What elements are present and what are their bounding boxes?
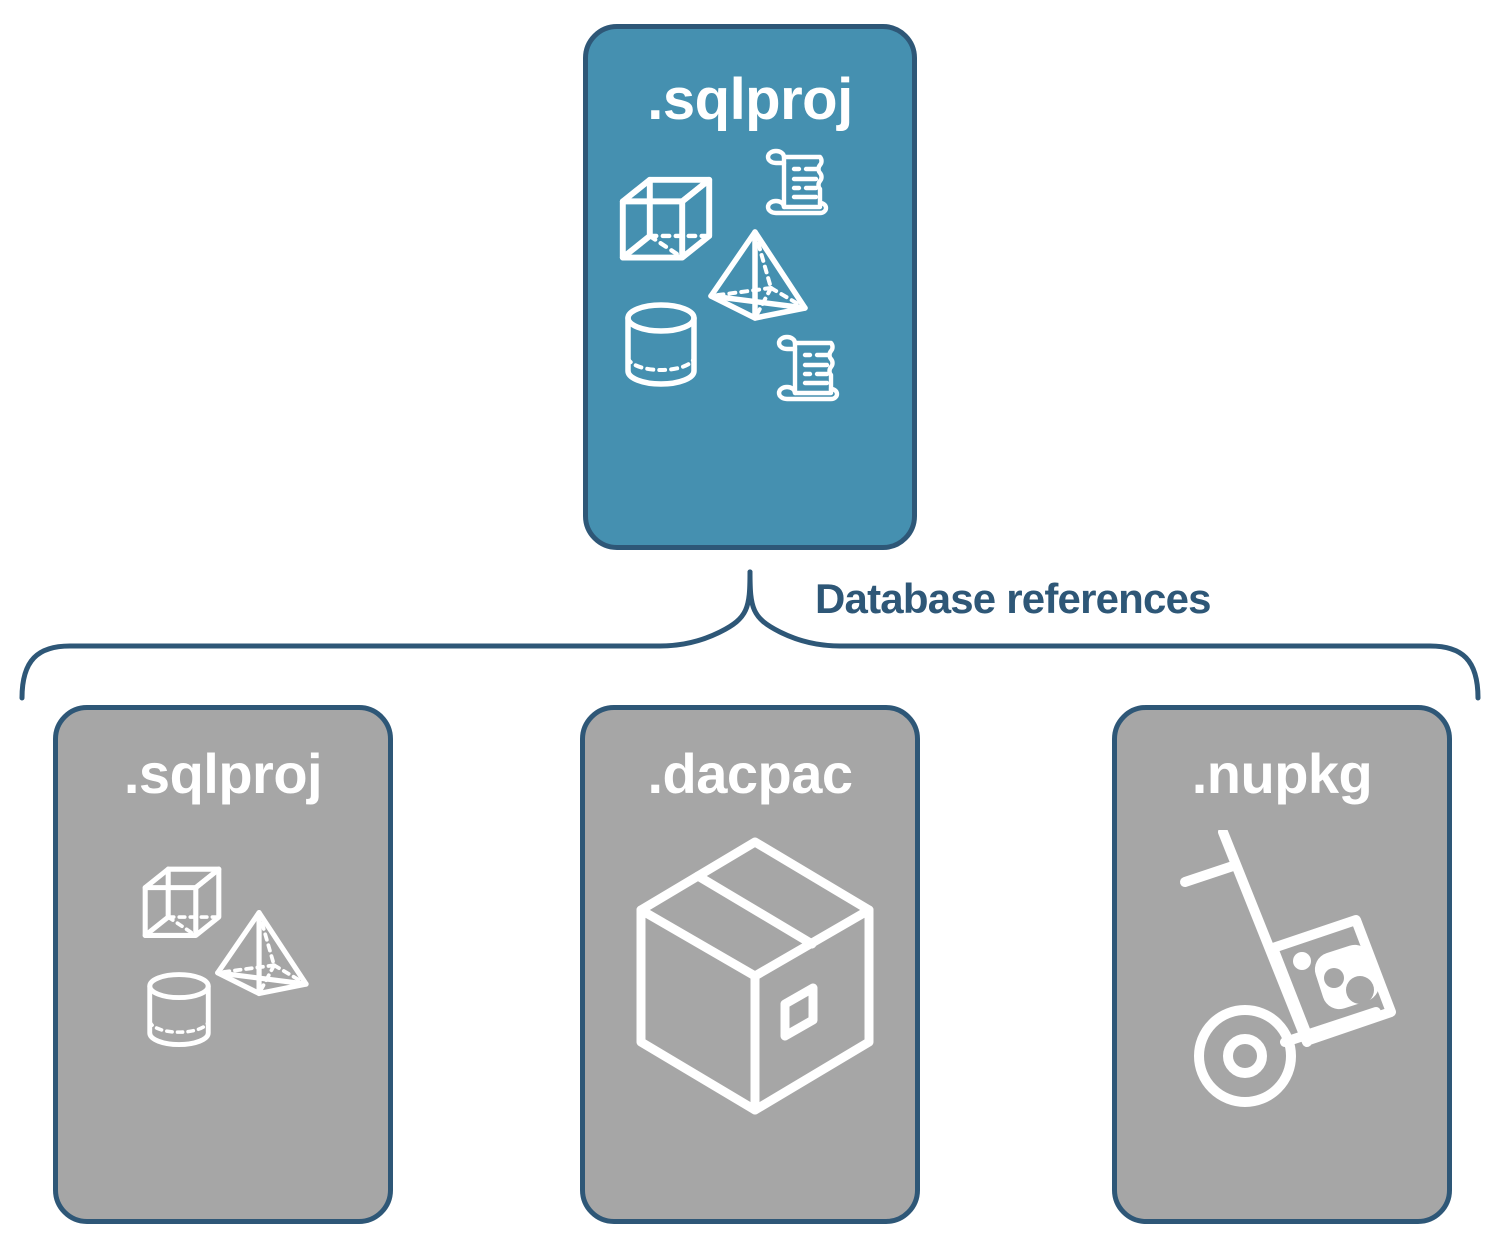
node-child-sqlproj[interactable]: .sqlproj (53, 705, 393, 1224)
edge-label-database-references: Database references (815, 575, 1212, 622)
hand-truck-nuget-icon (1180, 830, 1396, 1107)
node-child-dacpac[interactable]: .dacpac (580, 705, 920, 1224)
node-child-nupkg-icon-group (1117, 802, 1447, 1219)
scroll-icon (765, 148, 829, 216)
package-box-icon (636, 837, 874, 1115)
brace-connector (19, 569, 1481, 701)
cube-icon (142, 866, 222, 938)
node-child-sqlproj-icon-group (58, 802, 388, 1219)
node-child-nupkg-label: .nupkg (1191, 742, 1373, 805)
node-root-label: .sqlproj (647, 67, 853, 132)
scroll-icon (776, 334, 840, 402)
node-root-sqlproj[interactable]: .sqlproj (583, 24, 917, 550)
node-child-sqlproj-label: .sqlproj (123, 742, 323, 805)
node-child-dacpac-label: .dacpac (647, 742, 853, 805)
node-child-dacpac-icon-group (585, 802, 915, 1219)
node-child-nupkg[interactable]: .nupkg (1112, 705, 1452, 1224)
cylinder-icon (625, 302, 697, 387)
pyramid-icon (215, 910, 309, 997)
cylinder-icon (147, 972, 211, 1047)
pyramid-icon (708, 229, 808, 321)
cube-icon (619, 176, 713, 261)
node-root-icon-group (588, 147, 912, 437)
